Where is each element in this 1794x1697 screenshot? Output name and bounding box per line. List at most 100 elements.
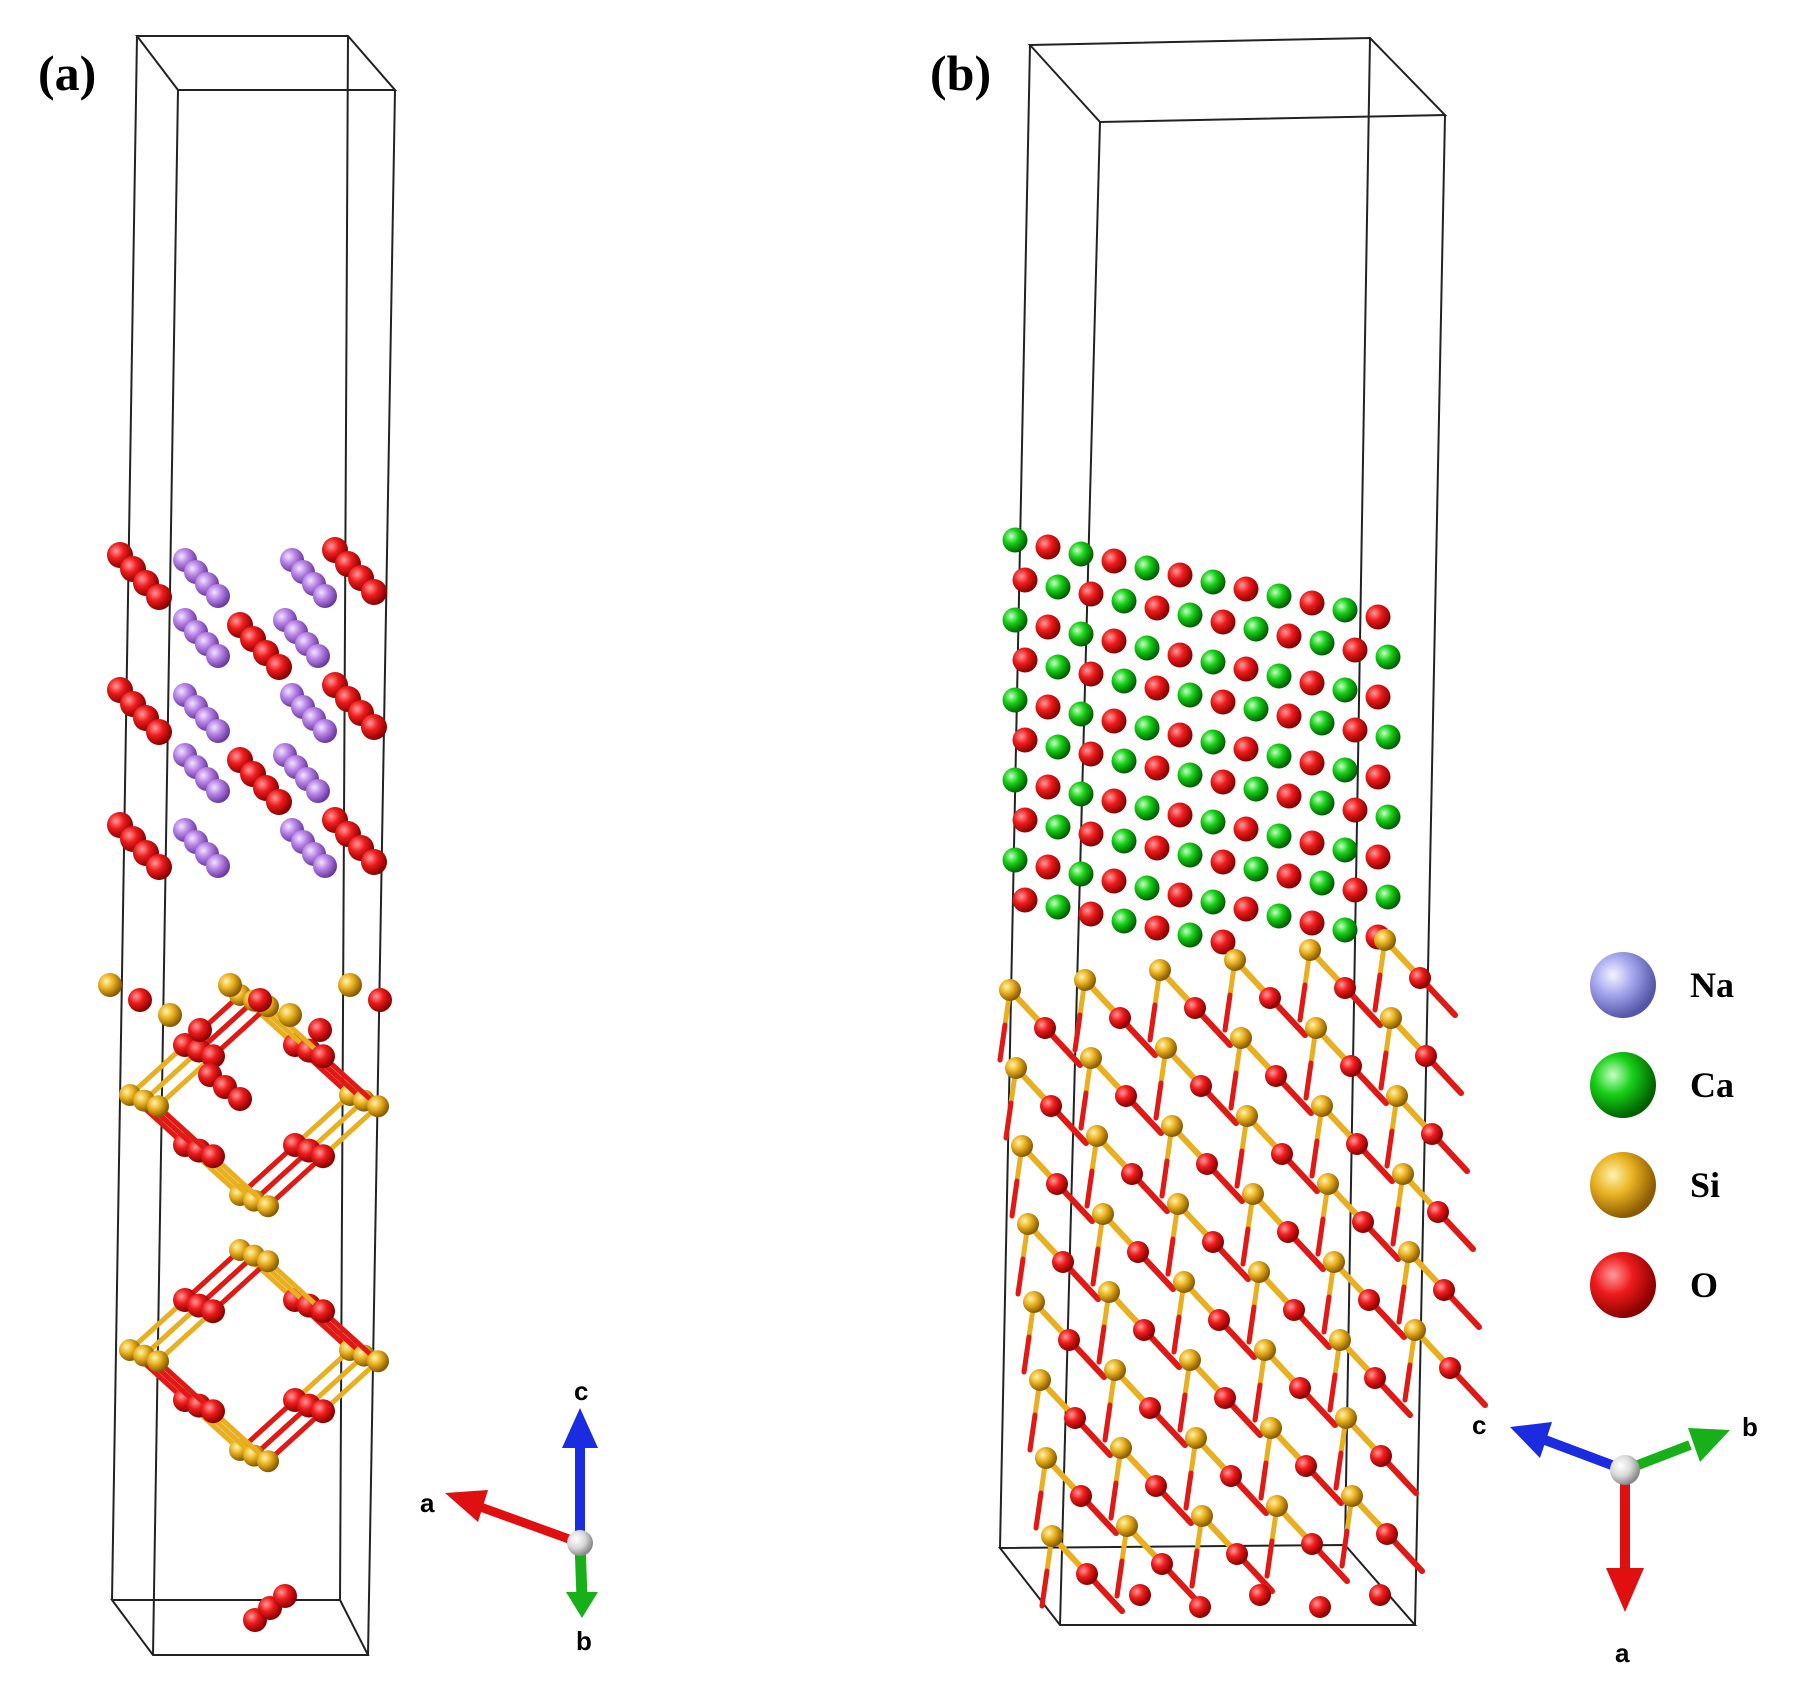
panel-b: (b) c b a: [930, 36, 1758, 1668]
o-atom: [1358, 1289, 1380, 1311]
na-atom: [206, 719, 230, 743]
o-atom: [1035, 614, 1061, 640]
o-atom: [1233, 816, 1259, 842]
o-atom: [1058, 1329, 1080, 1351]
si-atom: [1155, 1037, 1177, 1059]
axis-triad-b: c b a: [1472, 1410, 1758, 1668]
panel-b-label: (b): [930, 45, 991, 101]
ca-atom: [1332, 757, 1358, 783]
si-atom: [218, 973, 242, 997]
o-atom: [1202, 1231, 1224, 1253]
o-atom: [1214, 1387, 1236, 1409]
o-atom: [1365, 764, 1391, 790]
ca-atom: [1177, 602, 1203, 628]
ca-atom: [1068, 701, 1094, 727]
o-atom: [1259, 987, 1281, 1009]
o-atom: [1220, 1465, 1242, 1487]
ca-atom: [1111, 828, 1137, 854]
o-atom: [1283, 1299, 1305, 1321]
ca-atom: [1002, 847, 1028, 873]
si-atom: [1086, 1125, 1108, 1147]
o-atom: [1427, 1201, 1449, 1223]
o-atom: [228, 1087, 252, 1111]
o-atom: [1167, 722, 1193, 748]
o-atom: [1052, 1251, 1074, 1273]
axis-origin-sphere-b: [1610, 1455, 1640, 1485]
o-atom: [1376, 1523, 1398, 1545]
o-atom: [1342, 877, 1368, 903]
ca-atom: [1243, 856, 1269, 882]
ca-atom: [1243, 696, 1269, 722]
si-atom: [1185, 1427, 1207, 1449]
o-atom: [1233, 656, 1259, 682]
si-atom: [1116, 1515, 1138, 1537]
o-atom: [201, 1144, 225, 1169]
ca-atom: [1177, 922, 1203, 948]
o-atom: [1233, 896, 1259, 922]
panel-a-label: (a): [38, 45, 96, 101]
o-atom: [1365, 844, 1391, 870]
axis-c-label-a: c: [574, 1376, 588, 1406]
o-atom: [1145, 1475, 1167, 1497]
o-atom: [368, 988, 392, 1012]
o-atom: [1421, 1123, 1443, 1145]
o-atom: [146, 854, 172, 880]
o-atom: [1301, 1533, 1323, 1555]
ca-legend-sphere: [1590, 1052, 1656, 1118]
o-atom: [1352, 1211, 1374, 1233]
o-atom: [1208, 1309, 1230, 1331]
ca-atom: [1134, 795, 1160, 821]
o-atom: [1012, 567, 1038, 593]
si-atom: [1329, 1329, 1351, 1351]
axis-b-arrowhead: [566, 1592, 598, 1618]
ca-atom: [1266, 583, 1292, 609]
si-atom: [1299, 939, 1321, 961]
o-atom: [1226, 1543, 1248, 1565]
ca-atom: [1266, 823, 1292, 849]
o-atom: [1346, 1133, 1368, 1155]
axis-b-label-a: b: [576, 1626, 592, 1656]
si-atom: [1398, 1241, 1420, 1263]
ca-atom: [1200, 569, 1226, 595]
si-atom: [1092, 1203, 1114, 1225]
o-atom: [1299, 830, 1325, 856]
o-atom: [1369, 1584, 1391, 1606]
si-atom: [1305, 1017, 1327, 1039]
ca-atom: [1177, 682, 1203, 708]
ca-atom: [1111, 748, 1137, 774]
o-atom: [1365, 684, 1391, 710]
legend-item-o: O: [1590, 1252, 1718, 1318]
o-atom: [1101, 868, 1127, 894]
o-atom: [1144, 835, 1170, 861]
o-atom: [1265, 1065, 1287, 1087]
o-atom: [1035, 534, 1061, 560]
o-atom: [1078, 661, 1104, 687]
o-atom: [1271, 1143, 1293, 1165]
o-atom: [1040, 1095, 1062, 1117]
ca-atom: [1332, 917, 1358, 943]
o-atom: [1370, 1445, 1392, 1467]
ca-atom: [1111, 668, 1137, 694]
ca-atom: [1002, 527, 1028, 553]
o-atom: [1342, 717, 1368, 743]
o-atom: [361, 579, 387, 605]
si-atom: [1011, 1135, 1033, 1157]
na-atom: [313, 584, 337, 608]
si-atom: [1335, 1407, 1357, 1429]
o-atom: [1276, 783, 1302, 809]
o-atom: [1121, 1163, 1143, 1185]
si-atom: [1098, 1281, 1120, 1303]
o-atom: [1196, 1153, 1218, 1175]
ca-atom: [1177, 762, 1203, 788]
ca-atom: [1134, 875, 1160, 901]
ca-atom: [1111, 588, 1137, 614]
o-atom: [361, 714, 387, 740]
ca-atom: [1068, 781, 1094, 807]
si-atom: [1035, 1447, 1057, 1469]
o-atom: [1433, 1279, 1455, 1301]
ca-atom: [1309, 710, 1335, 736]
o-atom: [1210, 769, 1236, 795]
o-atom: [1340, 1055, 1362, 1077]
ca-atom: [1045, 654, 1071, 680]
